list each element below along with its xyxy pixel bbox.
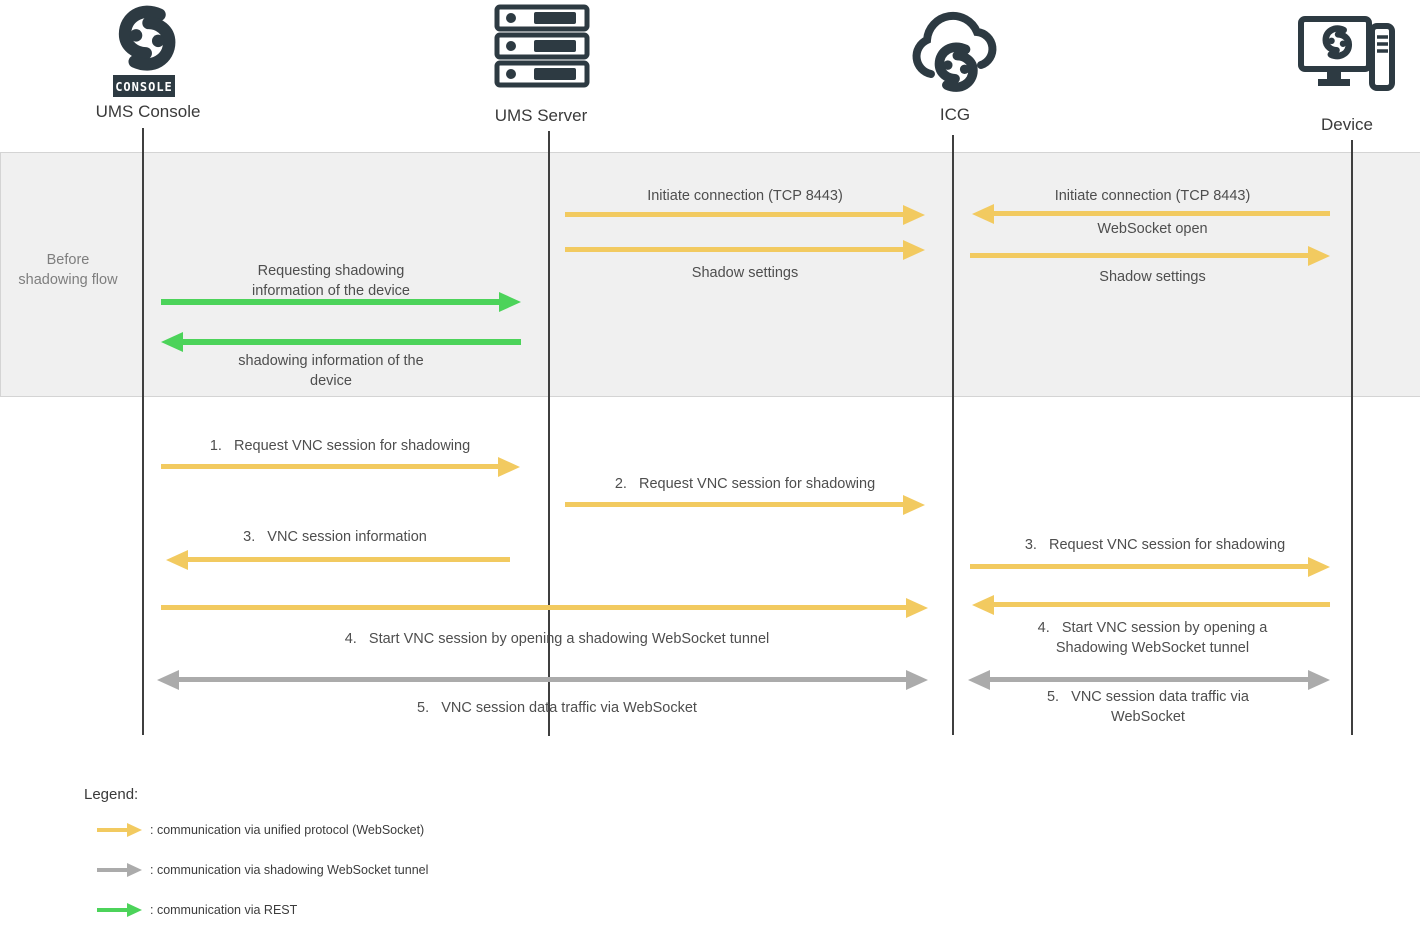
arrow-step4-start-vnc-tunnel-device — [994, 602, 1330, 607]
actor-label-icg: ICG — [939, 105, 971, 124]
message-label: shadowing information of the device — [238, 353, 424, 389]
band-label: Before shadowing flow — [18, 252, 118, 288]
message-label: Initiate connection (TCP 8443) — [1054, 188, 1251, 204]
legend-item-rest: : communication via REST — [150, 903, 298, 917]
message-label: 5. VNC session data traffic via WebSocke… — [1046, 689, 1250, 725]
message-label: Initiate connection (TCP 8443) — [647, 188, 843, 204]
message-label: 1. Request VNC session for shadowing — [209, 438, 471, 454]
arrow-initiate-connection-server-icg — [565, 212, 903, 217]
arrow-step3-request-vnc-icg-device — [970, 564, 1308, 569]
arrow-step2-request-vnc — [565, 502, 903, 507]
ums-console-logo-icon: CONSOLE — [113, 4, 190, 97]
arrow-step3-vnc-session-info — [188, 557, 510, 562]
lifeline-device — [1351, 140, 1353, 735]
arrow-step1-request-vnc — [161, 464, 498, 469]
message-label: 4. Start VNC session by opening a Shadow… — [1037, 620, 1268, 656]
message-label: Shadow settings — [691, 265, 799, 281]
arrow-step4-start-vnc-tunnel — [161, 605, 906, 610]
message-label: 2. Request VNC session for shadowing — [614, 476, 876, 492]
arrow-request-shadowing-info — [161, 299, 499, 305]
legend-gray-arrow-icon — [97, 868, 127, 872]
arrow-step5-vnc-data-traffic — [179, 677, 906, 682]
arrow-shadow-settings-server-icg — [565, 247, 903, 252]
cloud-gateway-icon — [912, 11, 997, 102]
lifeline-icg — [952, 135, 954, 735]
arrow-step5-vnc-data-traffic-device — [990, 677, 1308, 682]
message-label: 4. Start VNC session by opening a shadow… — [344, 631, 770, 647]
message-label: 3. VNC session information — [243, 529, 427, 545]
before-shadowing-band — [0, 152, 1420, 397]
lifeline-ums-server — [548, 131, 550, 736]
lifeline-ums-console — [142, 128, 144, 735]
actor-label-ums-console: UMS Console — [95, 102, 201, 121]
arrow-shadow-settings-icg-device — [970, 253, 1308, 258]
legend-title: Legend: — [84, 786, 139, 803]
arrow-initiate-connection-device-icg — [994, 211, 1330, 216]
message-label: 3. Request VNC session for shadowing — [1024, 537, 1286, 553]
legend-item-tunnel: : communication via shadowing WebSocket … — [150, 863, 429, 877]
actor-label-ums-server: UMS Server — [494, 106, 588, 125]
console-banner-text: CONSOLE — [115, 80, 173, 94]
message-label: 5. VNC session data traffic via WebSocke… — [417, 700, 697, 716]
message-label: Requesting shadowing information of the … — [252, 263, 410, 299]
device-monitor-icon — [1298, 16, 1395, 91]
message-label: Shadow settings — [1099, 269, 1206, 285]
message-label: WebSocket open — [1097, 221, 1208, 237]
legend-item-unified: : communication via unified protocol (We… — [150, 823, 425, 837]
actor-label-device: Device — [1321, 115, 1373, 134]
legend-yellow-arrow-icon — [97, 828, 127, 832]
arrow-shadowing-info-response — [183, 339, 521, 345]
legend-green-arrow-icon — [97, 908, 127, 912]
server-rack-icon — [494, 4, 590, 88]
